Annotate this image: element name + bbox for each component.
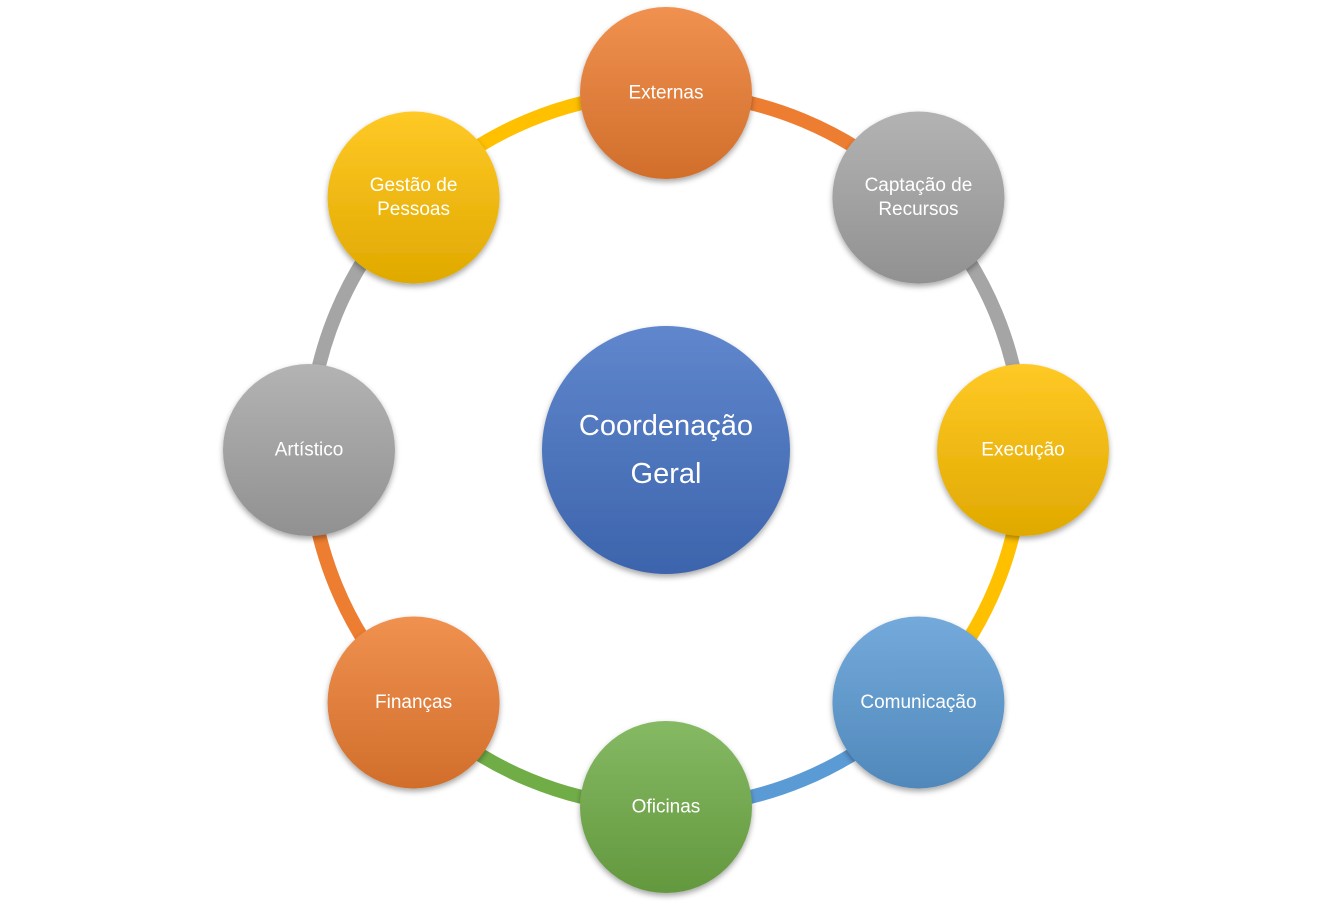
node-captacao-de-recursos-label: Captação de [865,175,973,196]
node-captacao-de-recursos-circle [832,111,1005,284]
node-oficinas-circle [580,721,752,893]
node-execucao-circle [937,364,1109,536]
node-comunicacao-circle [832,616,1005,789]
center-node-circle [542,326,790,574]
node-gestao-de-pessoas-label: Gestão de [370,175,458,196]
node-externas-circle [580,7,752,179]
node-externas-label: Externas [629,83,704,104]
center-node-label: Geral [631,458,702,490]
node-artistico-circle [223,364,395,536]
node-execucao-label: Execução [981,440,1064,461]
node-comunicacao: Comunicação [832,616,1005,789]
node-captacao-de-recursos: Captação de Recursos [832,111,1005,284]
node-gestao-de-pessoas-label: Pessoas [377,199,450,220]
node-financas-circle [327,616,500,789]
node-comunicacao-label: Comunicação [860,692,976,713]
node-execucao: Execução [937,364,1109,536]
node-gestao-de-pessoas: Gestão de Pessoas [327,111,500,284]
node-oficinas: Oficinas [580,721,752,893]
node-financas-label: Finanças [375,692,452,713]
center-node-label: Coordenação [579,410,753,442]
node-externas: Externas [580,7,752,179]
node-gestao-de-pessoas-circle [327,111,500,284]
node-captacao-de-recursos-label: Recursos [878,199,958,220]
node-oficinas-label: Oficinas [632,797,701,818]
node-financas: Finanças [327,616,500,789]
node-artistico-label: Artístico [275,440,344,461]
node-artistico: Artístico [223,364,395,536]
